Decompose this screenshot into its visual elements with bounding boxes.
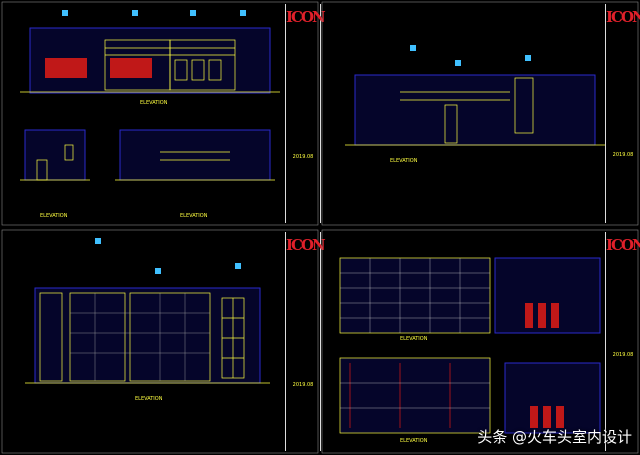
logo: ICON (286, 8, 326, 26)
sheet-top-left: ELEVATION ELEVATION ELEVATION ICON 2019.… (0, 0, 326, 227)
sheet-bottom-right: ELEVATION ELEVATION ICON 2019.08 (320, 228, 640, 455)
logo: ICON (606, 8, 640, 26)
elevation-drawing (1, 1, 319, 226)
elevation-label: ELEVATION (390, 158, 418, 164)
elevation-label: ELEVATION (135, 396, 163, 402)
logo: ICON (286, 236, 326, 254)
date: 2019.08 (292, 154, 314, 160)
title-block: ICON 2019.08 (605, 4, 640, 223)
title-block: ICON 2019.08 (605, 232, 640, 451)
date: 2019.08 (612, 352, 634, 358)
elevation-label: ELEVATION (400, 336, 428, 342)
sheet-top-right: ELEVATION ICON 2019.08 (320, 0, 640, 227)
date: 2019.08 (292, 382, 314, 388)
date: 2019.08 (612, 152, 634, 158)
elevation-drawing (1, 229, 319, 454)
elevation-label: ELEVATION (400, 438, 428, 444)
title-block: ICON 2019.08 (285, 4, 326, 223)
elevation-label: ELEVATION (40, 213, 68, 219)
title-block: ICON 2019.08 (285, 232, 326, 451)
elevation-label: ELEVATION (180, 213, 208, 219)
logo: ICON (606, 236, 640, 254)
sheet-bottom-left: ELEVATION ICON 2019.08 (0, 228, 326, 455)
elevation-drawing (321, 1, 639, 226)
elevation-label: ELEVATION (140, 100, 168, 106)
elevation-drawing (321, 229, 639, 454)
watermark: 头条 @火车头室内设计 (477, 428, 632, 446)
